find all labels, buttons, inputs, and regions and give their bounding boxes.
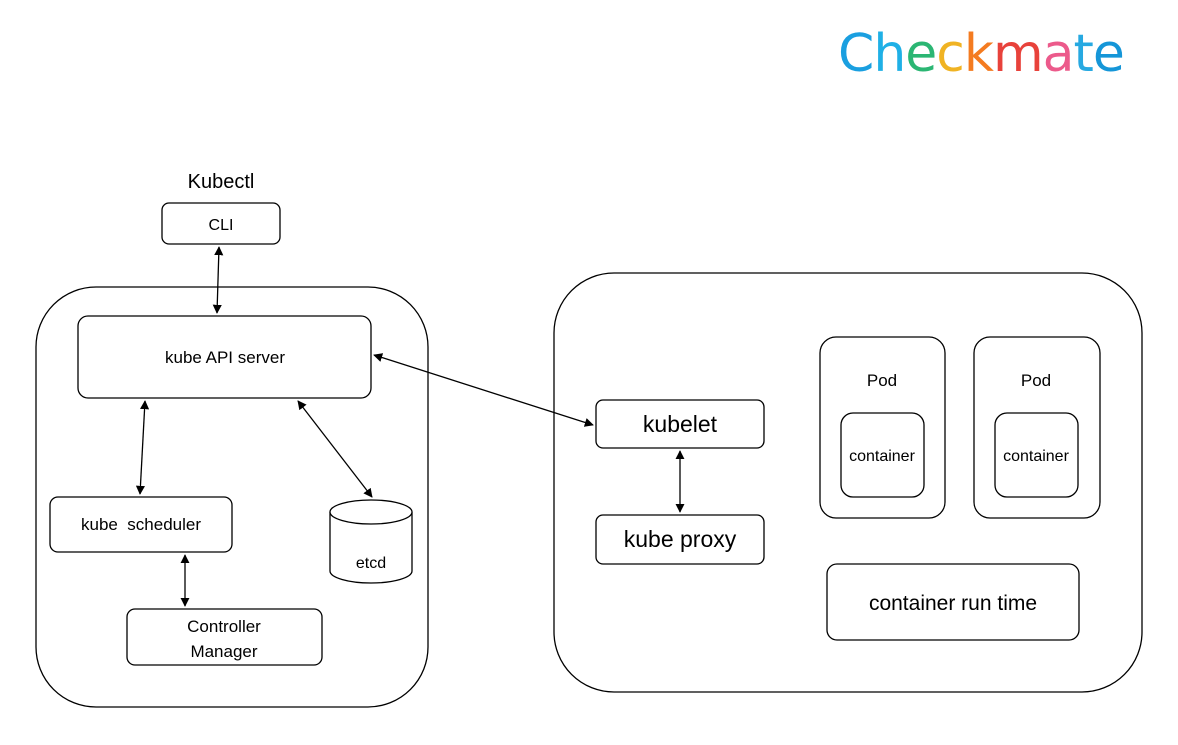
api-server-label: kube API server bbox=[165, 348, 285, 367]
logo-letter: t bbox=[1073, 24, 1094, 84]
kubelet-label: kubelet bbox=[643, 411, 718, 437]
controller-manager-label-line1: Controller bbox=[187, 617, 261, 636]
api-server-box bbox=[77, 315, 372, 399]
logo-letter: k bbox=[963, 24, 994, 84]
pod-2-label: Pod bbox=[1021, 371, 1051, 390]
pod-1-container-box bbox=[840, 412, 925, 498]
logo-letter: a bbox=[1042, 24, 1075, 84]
controller-manager-box bbox=[126, 608, 323, 666]
cli-label: CLI bbox=[209, 217, 234, 234]
logo-letter: m bbox=[993, 24, 1044, 84]
etcd-cylinder bbox=[329, 499, 413, 584]
logo-letter: C bbox=[838, 24, 874, 84]
pod-2-container-box bbox=[994, 412, 1079, 498]
edge-cli-api-server bbox=[212, 246, 224, 314]
kube-proxy-label: kube proxy bbox=[624, 526, 737, 552]
logo-letter: c bbox=[936, 24, 965, 84]
kubelet-box bbox=[595, 399, 765, 449]
etcd-label: etcd bbox=[356, 555, 386, 572]
pod-2-container-label: container bbox=[1003, 448, 1069, 465]
edge-api-server-scheduler bbox=[135, 400, 150, 495]
container-runtime-label: container run time bbox=[869, 592, 1037, 615]
kubectl-label: Kubectl bbox=[188, 171, 255, 193]
controller-manager-label-line2: Manager bbox=[190, 642, 257, 661]
logo-letter: e bbox=[905, 24, 937, 84]
container-runtime-box bbox=[826, 563, 1080, 641]
pod-1-label: Pod bbox=[867, 371, 897, 390]
logo-letter: h bbox=[873, 24, 906, 84]
checkmate-logo: Checkmate bbox=[838, 28, 1125, 80]
kube-proxy-box bbox=[595, 514, 765, 565]
edge-api-server-etcd bbox=[297, 400, 373, 498]
edge-api-server-kubelet bbox=[373, 353, 594, 427]
logo-letter: e bbox=[1092, 24, 1125, 84]
pod-1-container-label: container bbox=[849, 448, 915, 465]
cli-box bbox=[161, 202, 281, 245]
scheduler-label: kube scheduler bbox=[81, 515, 201, 534]
scheduler-box bbox=[49, 496, 233, 553]
